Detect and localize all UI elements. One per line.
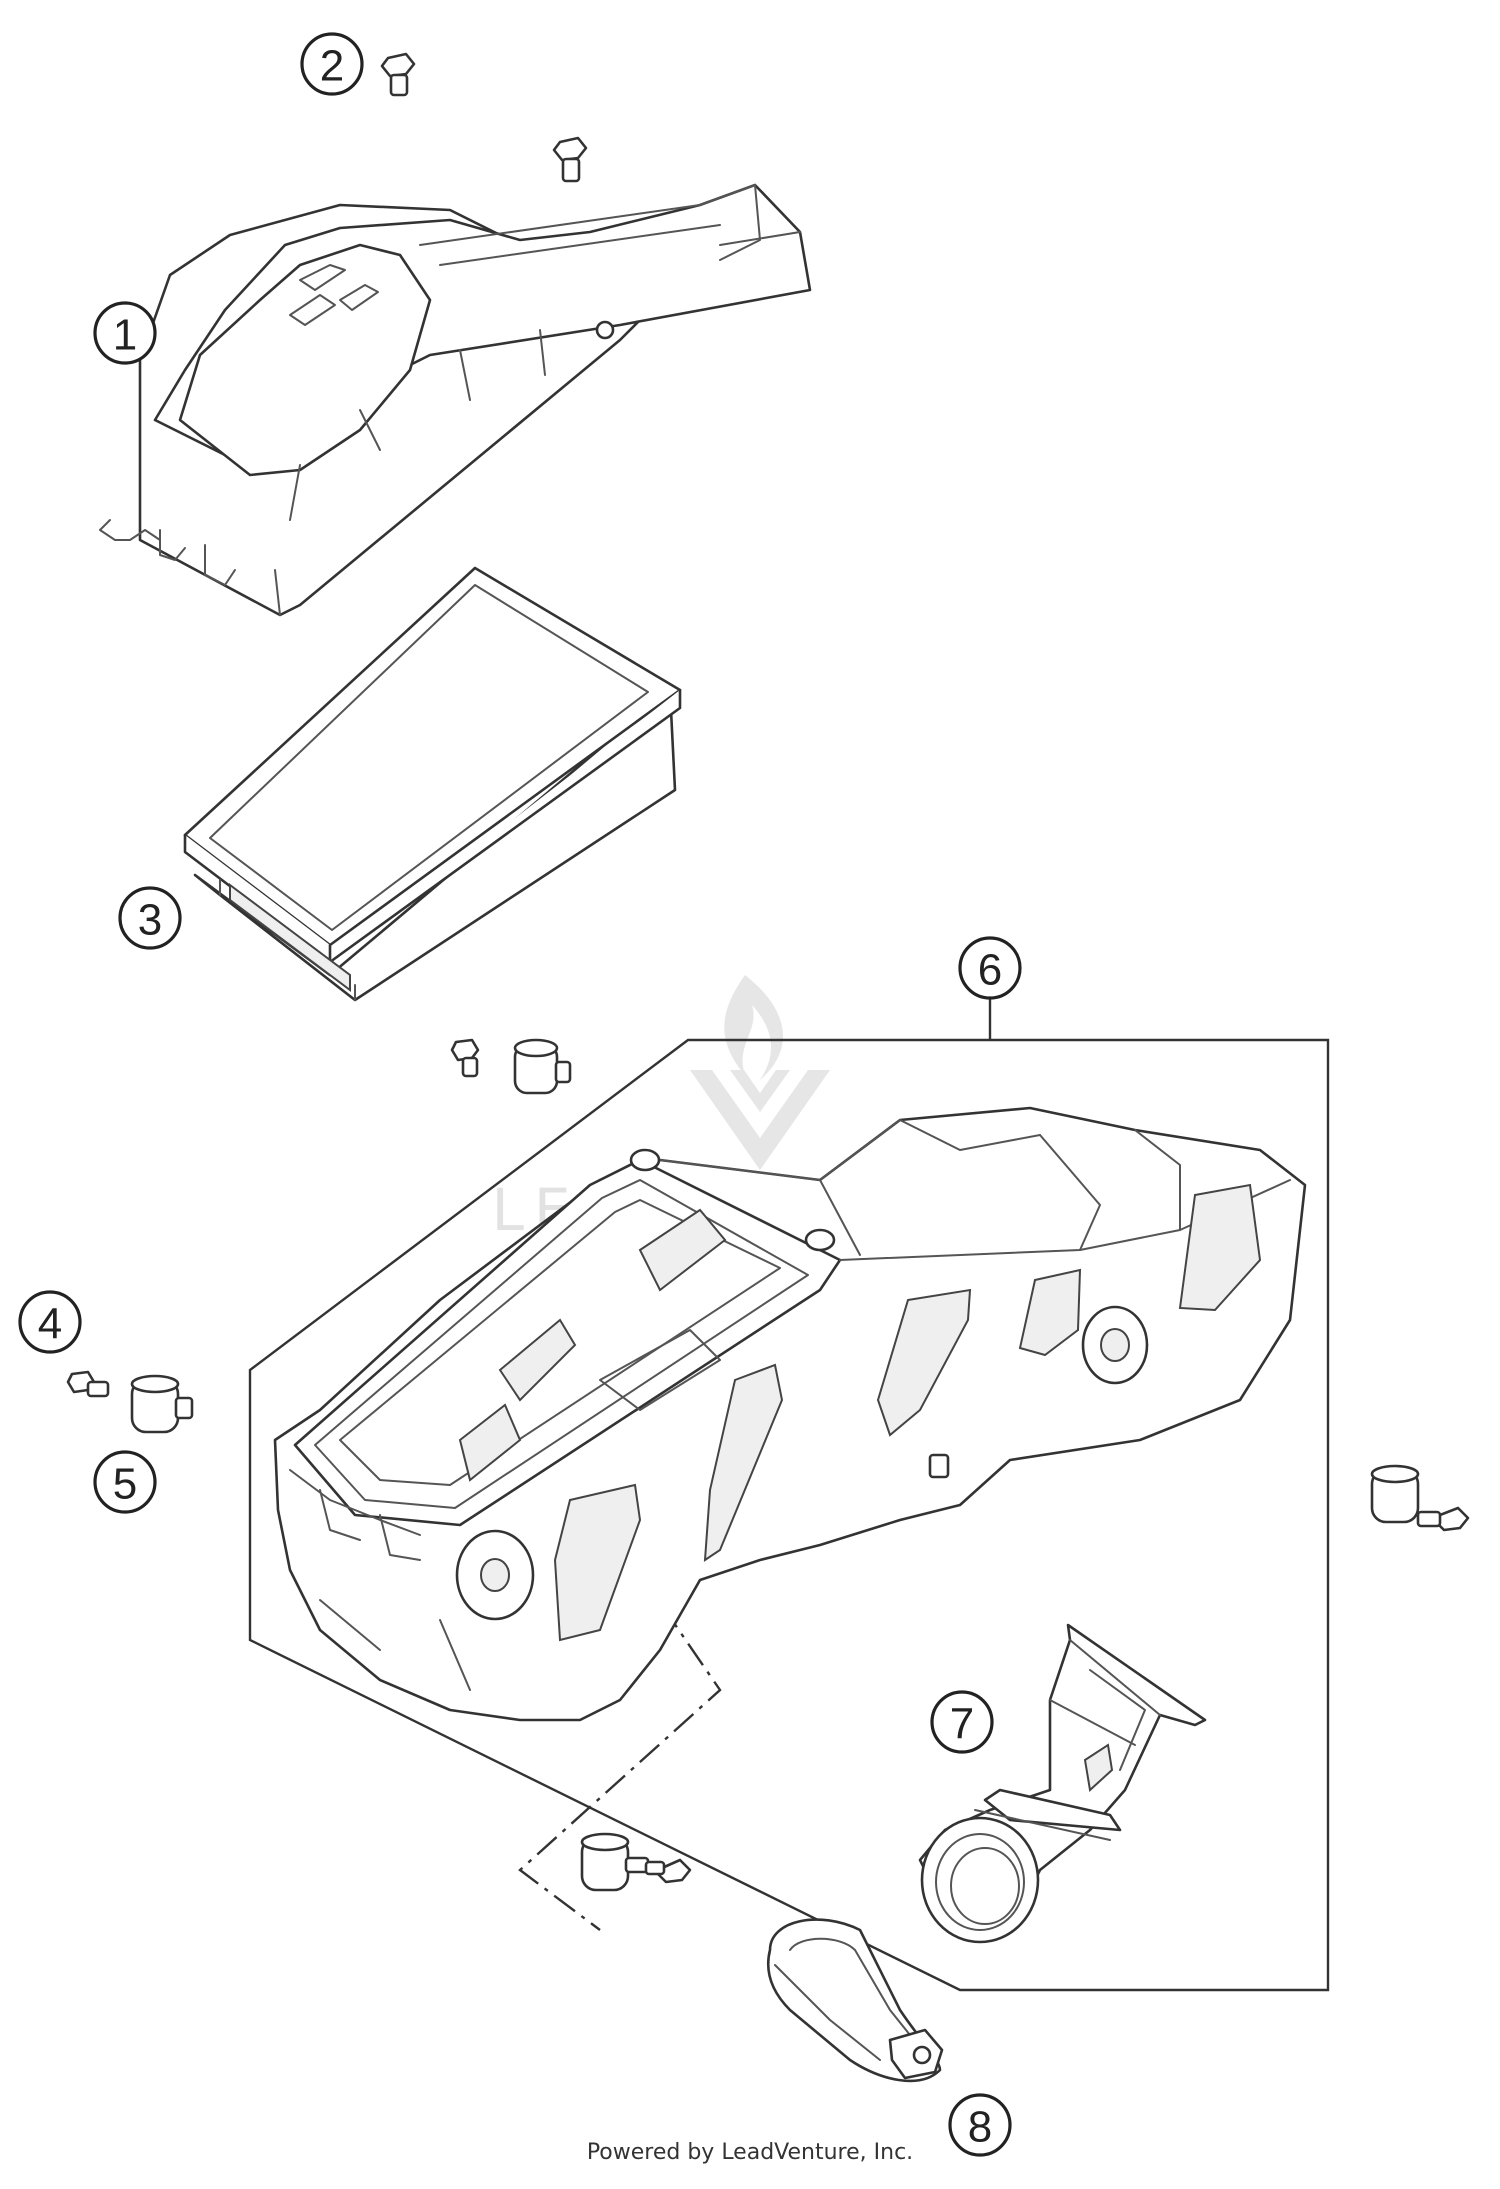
part-2-screw-top-center <box>552 136 588 183</box>
callout-label: 5 <box>113 1460 137 1509</box>
part-8-hose-clamp <box>766 1918 944 2083</box>
callout-label: 3 <box>138 896 162 945</box>
part-7-connecting-boot <box>918 1623 1207 1944</box>
callout-label: 1 <box>113 311 137 360</box>
callout-label: 7 <box>950 1700 974 1749</box>
callout-3: 3 <box>118 886 182 950</box>
callout-label: 8 <box>968 2103 992 2152</box>
part-1-air-filter-box-cover <box>99 183 812 617</box>
callout-2: 2 <box>300 32 364 96</box>
callout-label: 6 <box>978 946 1002 995</box>
part-2-screw-top-left <box>380 52 416 97</box>
grommet-screw-lower <box>580 1832 692 1892</box>
callout-4: 4 <box>18 1290 82 1354</box>
grommet-screw-right <box>1370 1464 1470 1532</box>
part-4-screw <box>66 1370 110 1398</box>
leadventure-flame-logo-icon <box>690 975 830 1170</box>
callout-label: 2 <box>320 42 344 91</box>
part-3-air-filter-element <box>183 566 682 1002</box>
part-6-air-filter-box <box>248 970 1330 1992</box>
callout-8: 8 <box>948 2093 1012 2157</box>
powered-by-credit: Powered by LeadVenture, Inc. <box>586 2140 914 2165</box>
callout-7: 7 <box>930 1690 994 1754</box>
grommet-screw-upper <box>450 1038 572 1095</box>
callout-1: 1 <box>93 301 157 365</box>
part-5-rubber-bushing <box>130 1374 194 1434</box>
callout-6: 6 <box>958 936 1022 1000</box>
callout-5: 5 <box>93 1450 157 1514</box>
callout-label: 4 <box>38 1300 62 1349</box>
part-6-assembly-frame <box>248 1038 1330 1992</box>
